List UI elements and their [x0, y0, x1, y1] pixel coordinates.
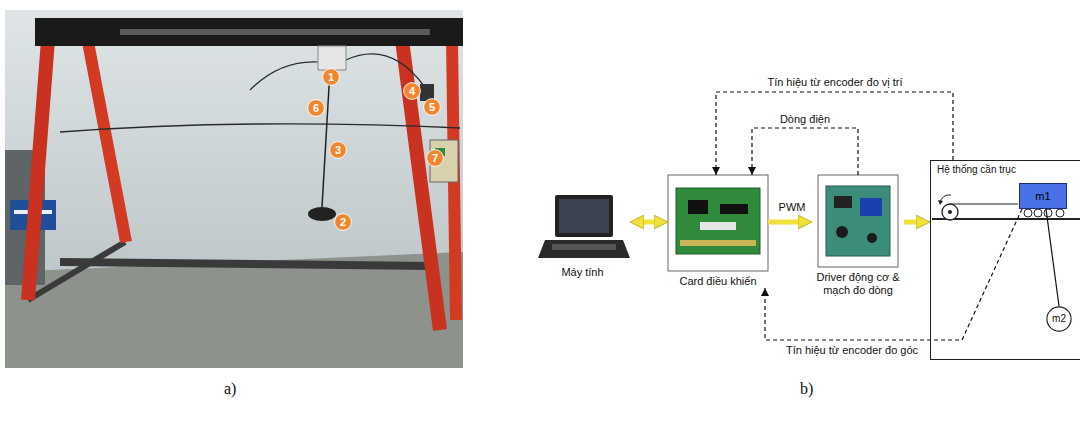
signal-label: Tín hiệu từ encoder đo vị trí [765, 76, 904, 89]
callout-text: 1 [328, 72, 334, 83]
circle-outline [330, 142, 347, 159]
feedback-line [716, 92, 953, 175]
signal-label: Dòng điện [778, 113, 832, 126]
circle-outline [424, 99, 441, 116]
node-label: Card điều khiển [668, 275, 768, 288]
connectors [636, 92, 1059, 340]
photo-board [430, 140, 458, 182]
circle-outline [323, 69, 340, 86]
pulley-hub [948, 210, 952, 214]
photo-wall [5, 10, 463, 368]
driver-node: Driver động cơ & mạch đo dòng [812, 175, 904, 297]
driver-capacitor [867, 233, 877, 243]
photo-cable [60, 124, 460, 132]
callout-number: 7 [426, 149, 444, 167]
laptop-base [538, 240, 630, 258]
callout-number: 1 [322, 68, 340, 86]
laptop-display [559, 199, 609, 233]
signal-label: PWM [777, 201, 808, 214]
callout-number: 6 [307, 99, 325, 117]
driver-frame [818, 175, 898, 267]
signal-arrow [904, 220, 924, 225]
photo-hoist-wire [322, 70, 330, 207]
photo-weight [308, 207, 336, 221]
photo-floor-bar [60, 262, 432, 266]
pendulum-mass: m2 [1046, 306, 1072, 332]
wheel [1044, 209, 1052, 217]
callout-text: 2 [340, 217, 346, 228]
circle-outline [427, 150, 444, 167]
photo-trolley [318, 46, 346, 70]
card-frame [668, 175, 768, 271]
rotation-arrow-head [938, 200, 943, 205]
driver-picture [818, 175, 898, 267]
photo-frame-leg [88, 42, 126, 242]
pulley-cable [950, 203, 1018, 204]
callout-text: 3 [335, 145, 341, 156]
photo-cable [346, 54, 424, 86]
signal-arrow [636, 220, 663, 225]
node-label: Driver động cơ & mạch đo dòng [812, 271, 904, 297]
callout-number: 3 [329, 141, 347, 159]
wheel [1056, 209, 1064, 217]
control-card-node: Card điều khiển [668, 175, 768, 288]
driver-capacitor [836, 226, 848, 238]
wheel [1034, 209, 1042, 217]
feedback-line [765, 209, 1022, 340]
wheel [1024, 209, 1032, 217]
encoder-pulley [942, 204, 958, 220]
circle-outline [404, 83, 421, 100]
circle-outline [308, 100, 325, 117]
driver-terminal [860, 198, 882, 216]
photo-frame-leg [28, 40, 48, 300]
photo-top-beam [35, 18, 463, 46]
node-label: m2 [1052, 313, 1066, 325]
callout-text: 4 [409, 86, 415, 97]
card-socket [700, 222, 736, 230]
circle-outline [335, 214, 352, 231]
computer-node: Máy tính [535, 192, 630, 279]
feedback-line [752, 128, 858, 175]
subfigure-label: a) [224, 380, 236, 398]
photo-frame-leg [402, 40, 440, 330]
node-label: Hệ thống cần trục [931, 161, 1080, 176]
signal-arrow [768, 220, 806, 225]
callout-text: 5 [429, 102, 435, 113]
photo-cable [250, 62, 318, 90]
cart-mass: m1 [1019, 183, 1067, 209]
laptop-picture [538, 195, 630, 258]
callout-number: 2 [334, 213, 352, 231]
laptop-screen [555, 195, 613, 237]
card-pcb [676, 188, 760, 254]
callout-number: 5 [423, 98, 441, 116]
callout-text: 7 [432, 153, 438, 164]
node-label: m1 [1035, 190, 1050, 202]
pendulum-rod [1046, 209, 1059, 306]
signal-label: Tín hiệu từ encoder đo góc [784, 344, 920, 357]
photo-beam-slot [120, 29, 430, 35]
node-label: Máy tính [535, 266, 630, 279]
card-chip [720, 204, 748, 214]
card-connector [680, 240, 756, 246]
driver-chip [834, 196, 852, 208]
laptop-keyboard [552, 244, 616, 250]
circle-outline [1047, 307, 1071, 331]
crane-system-box: Hệ thống cần trục m1 m2 [930, 160, 1080, 360]
control-card-picture [668, 175, 768, 271]
callout-number: 4 [403, 82, 421, 100]
driver-pcb [826, 186, 890, 256]
subfigure-label: b) [800, 380, 813, 398]
crane-photo [5, 10, 463, 368]
photo-foot-bar [28, 242, 125, 300]
card-chip [688, 200, 708, 214]
callout-text: 6 [313, 103, 319, 114]
